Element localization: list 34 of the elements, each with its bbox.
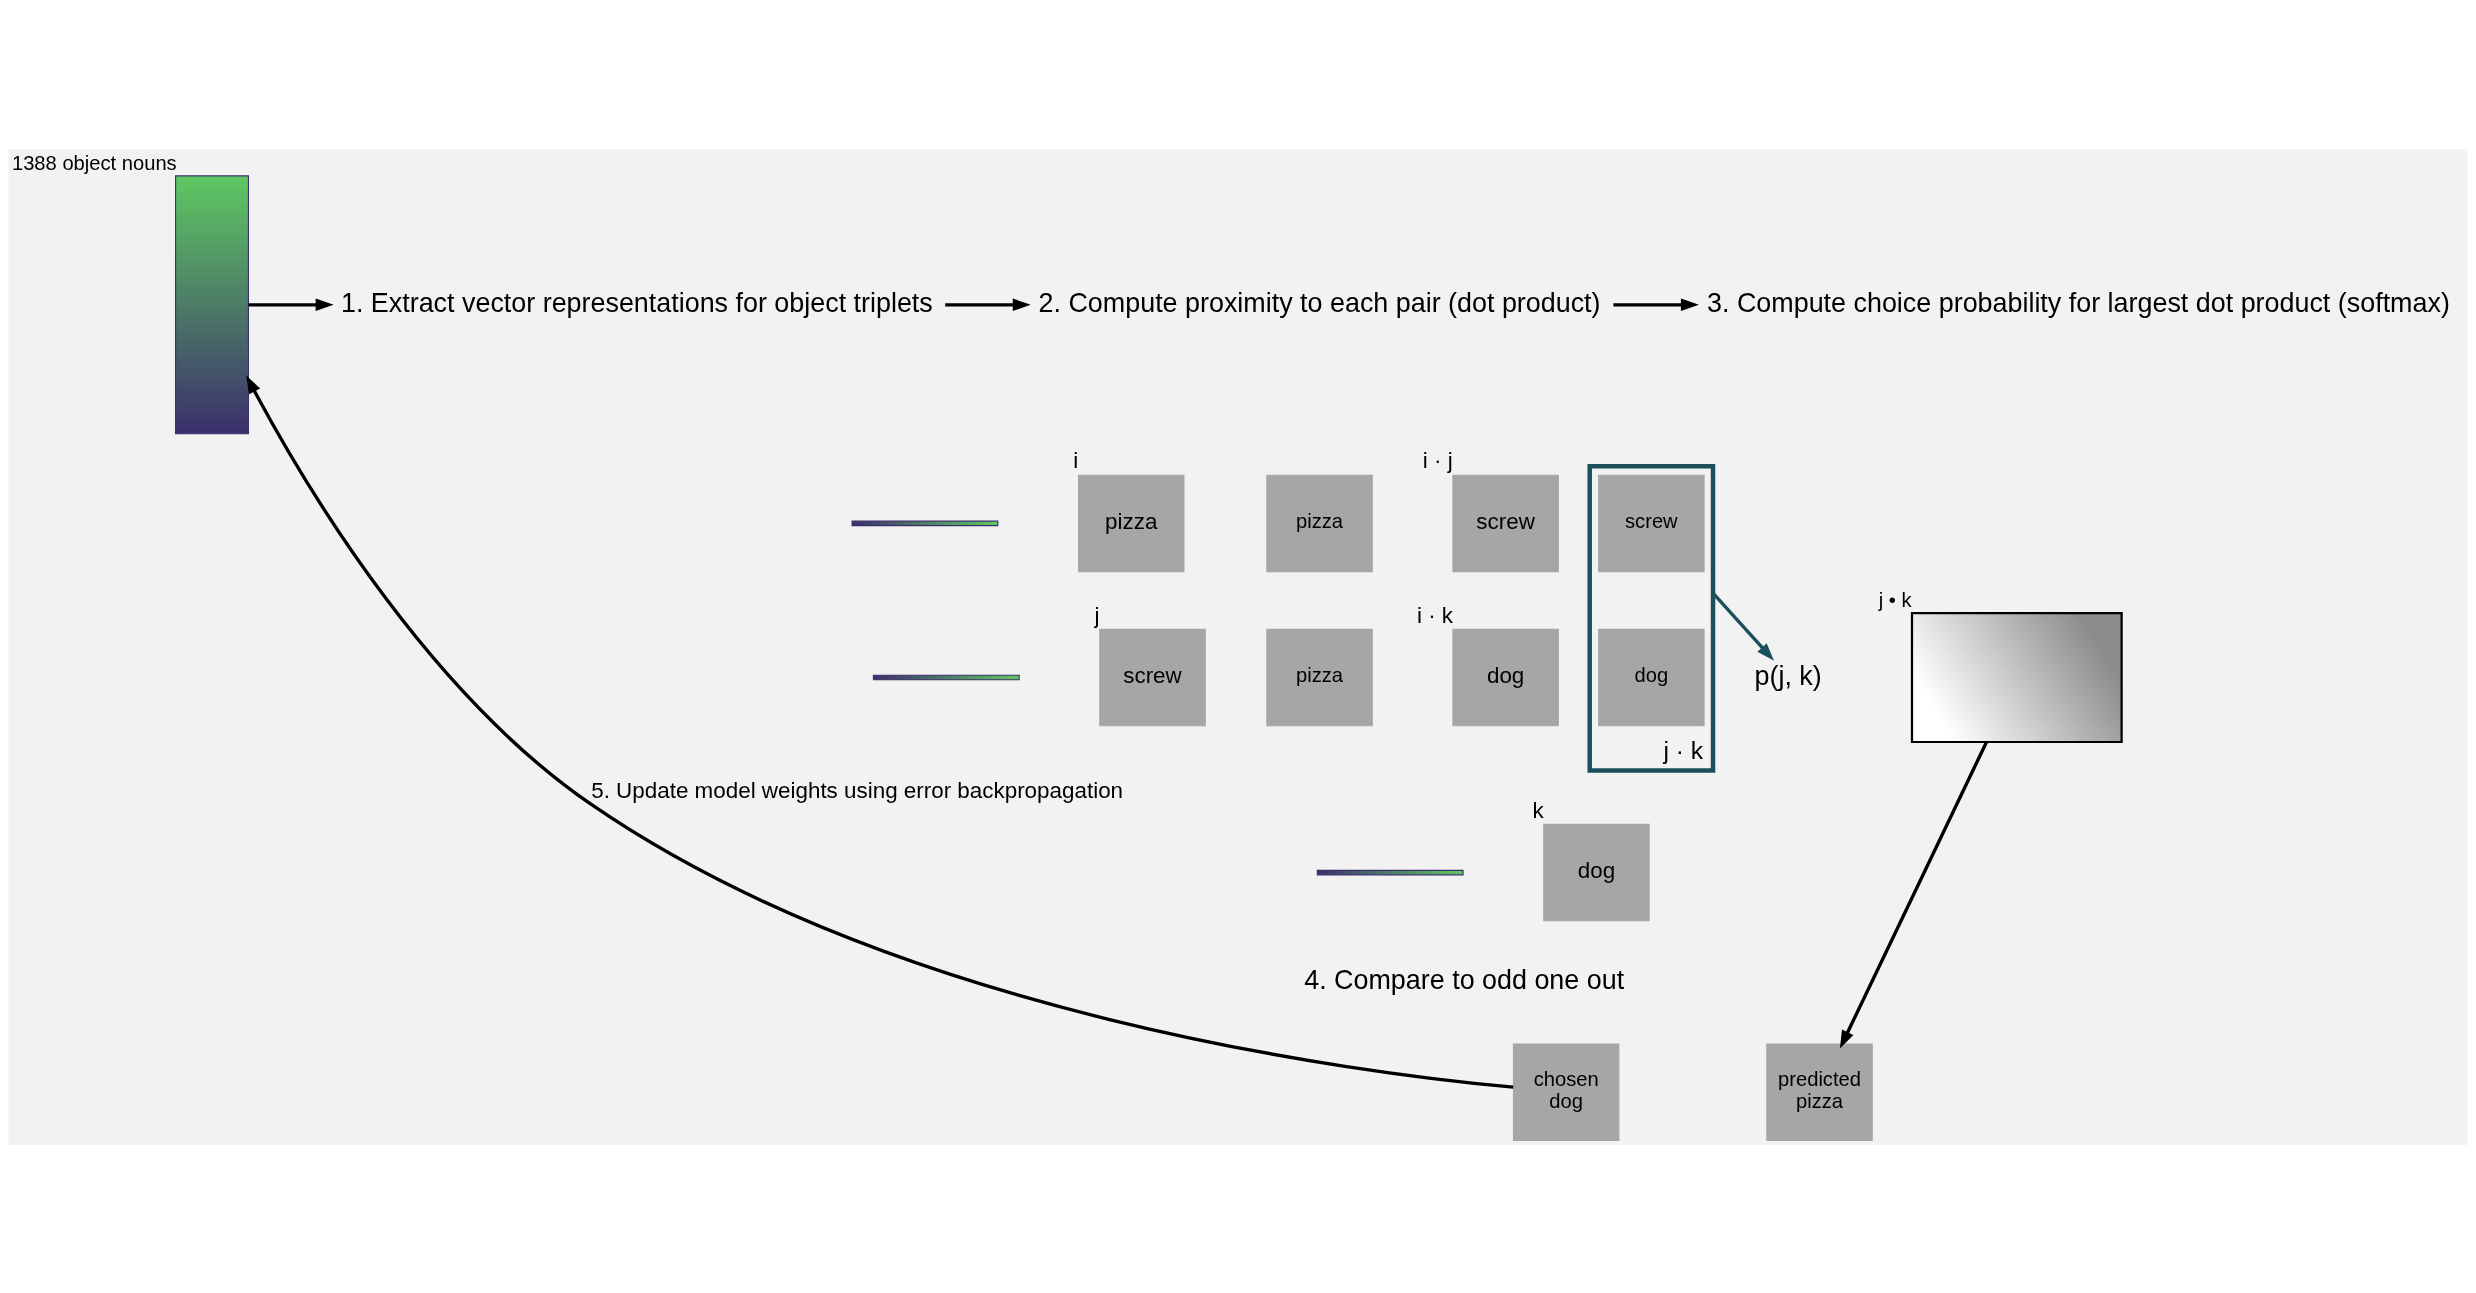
node-text: 2. Compute proximity to each pair (dot product) xyxy=(1038,287,1601,318)
node-box: pizza xyxy=(1266,628,1373,726)
node-label: k xyxy=(1532,797,1544,823)
node-box: screw xyxy=(1452,474,1559,572)
node-label: 1388 object nouns xyxy=(11,151,177,174)
node-picture xyxy=(175,174,249,434)
node-bar xyxy=(851,520,999,526)
node-box: pizza xyxy=(1266,474,1373,572)
node-text: 3. Compute choice probability for largest dot product (softmax) xyxy=(1707,287,2450,318)
node-label: i · k xyxy=(1416,602,1454,628)
node-box: chosen dog xyxy=(1512,1043,1620,1141)
node-picture xyxy=(1910,611,2123,743)
arrow xyxy=(1613,298,1699,311)
node-text: p(j, k) xyxy=(1754,660,1822,690)
node-box: dog xyxy=(1598,628,1705,726)
node-box: screw xyxy=(1598,474,1705,572)
node-box: dog xyxy=(1543,823,1650,921)
node-box: pizza xyxy=(1078,474,1185,572)
node-label: i xyxy=(1073,447,1079,473)
node-bar xyxy=(872,674,1020,680)
arrow xyxy=(246,375,1514,1089)
node-box: predicted pizza xyxy=(1766,1043,1873,1141)
node-label: i · j xyxy=(1422,447,1453,473)
node-text: 1. Extract vector representations for object triplets xyxy=(340,287,933,318)
node-label: j xyxy=(1094,602,1100,628)
arrow xyxy=(248,298,334,311)
node-box: screw xyxy=(1099,628,1206,726)
node-text: 4. Compare to odd one out xyxy=(1304,964,1625,995)
node-label: j • k xyxy=(1878,588,1912,611)
arrow xyxy=(945,298,1031,311)
arrow xyxy=(1839,741,1988,1049)
node-box: dog xyxy=(1452,628,1559,726)
node-bar xyxy=(1316,869,1464,875)
edge-label: 5. Update model weights using error backpropagation xyxy=(591,776,1124,802)
